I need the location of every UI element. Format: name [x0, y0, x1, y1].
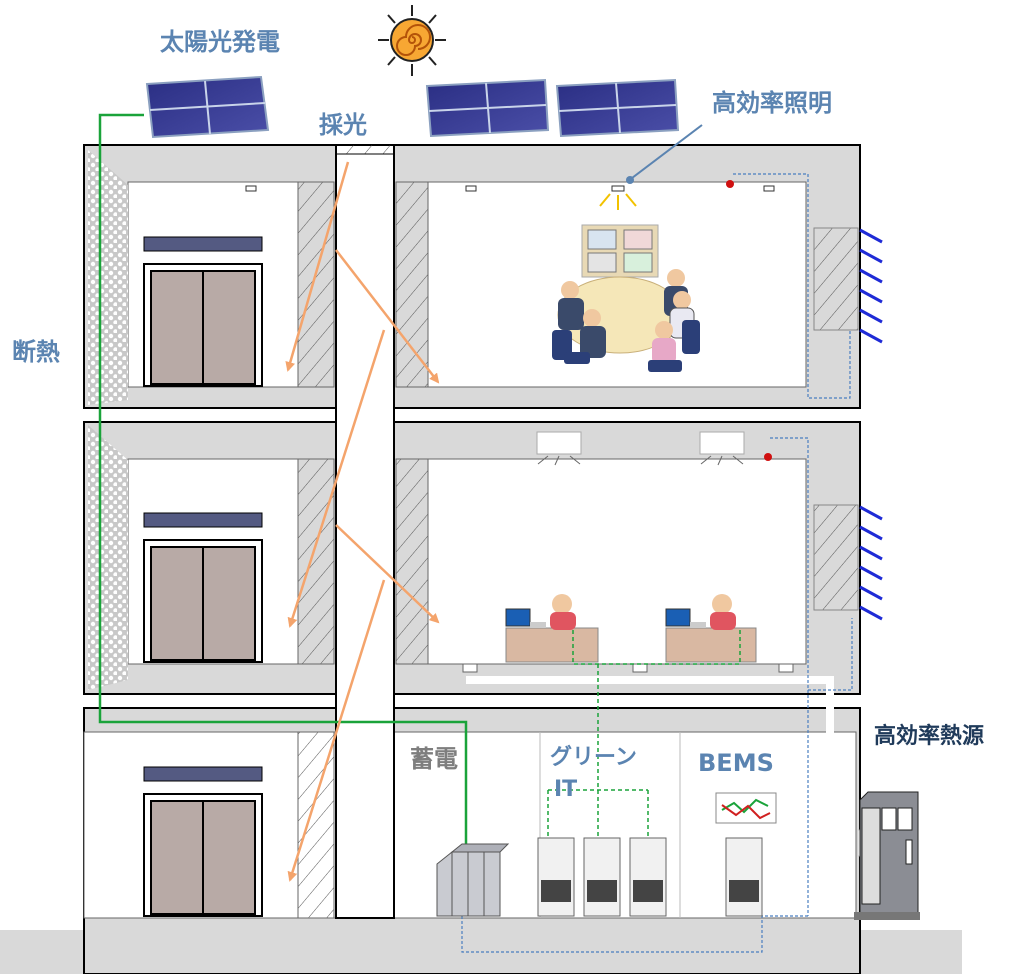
light-shaft [335, 144, 395, 919]
sensor-icon [726, 180, 734, 188]
bems-monitor-icon [715, 792, 777, 824]
ceiling-lights [245, 185, 775, 192]
office-desk [665, 594, 757, 663]
lighting-callout-dot [626, 176, 634, 184]
sensor-icon [764, 453, 772, 461]
sun-icon [378, 5, 446, 76]
video-conference-screen [581, 224, 659, 278]
air-conditioner [536, 431, 582, 466]
server-vents [541, 880, 759, 902]
solar-power-line [98, 113, 468, 910]
air-conditioner [699, 431, 745, 466]
solar-panel [145, 75, 270, 139]
solar-panel [425, 78, 550, 138]
green-it-label-line2: IT [554, 777, 578, 802]
green-it-network [547, 630, 741, 838]
green-it-label-line1: グリーン [550, 745, 637, 770]
insulation-label: 断熱 [12, 338, 60, 366]
server-rack [537, 837, 763, 917]
meeting-people-icon [552, 269, 700, 372]
storage-label: 蓄電 [410, 745, 458, 773]
louver-blades [859, 228, 883, 621]
daylight-arrows [285, 161, 440, 882]
heat-source-unit [854, 791, 920, 920]
elevator [143, 512, 263, 663]
daylight-label: 採光 [319, 111, 367, 139]
office-desk [505, 594, 599, 663]
elevator [143, 766, 263, 917]
lighting-label: 高効率照明 [712, 89, 832, 117]
battery-storage [436, 843, 510, 917]
light-rays [599, 193, 637, 210]
bems-label: BEMS [698, 749, 774, 777]
insulation-panel [88, 150, 128, 690]
solar-power-label: 太陽光発電 [160, 28, 280, 56]
solar-panel [555, 78, 680, 138]
louver-window [813, 227, 859, 611]
lighting-callout-line [631, 124, 703, 179]
elevator [143, 236, 263, 387]
hatched-walls [297, 181, 429, 919]
heat-source-label: 高効率熱源 [874, 724, 985, 749]
bems-control-lines [461, 173, 853, 953]
